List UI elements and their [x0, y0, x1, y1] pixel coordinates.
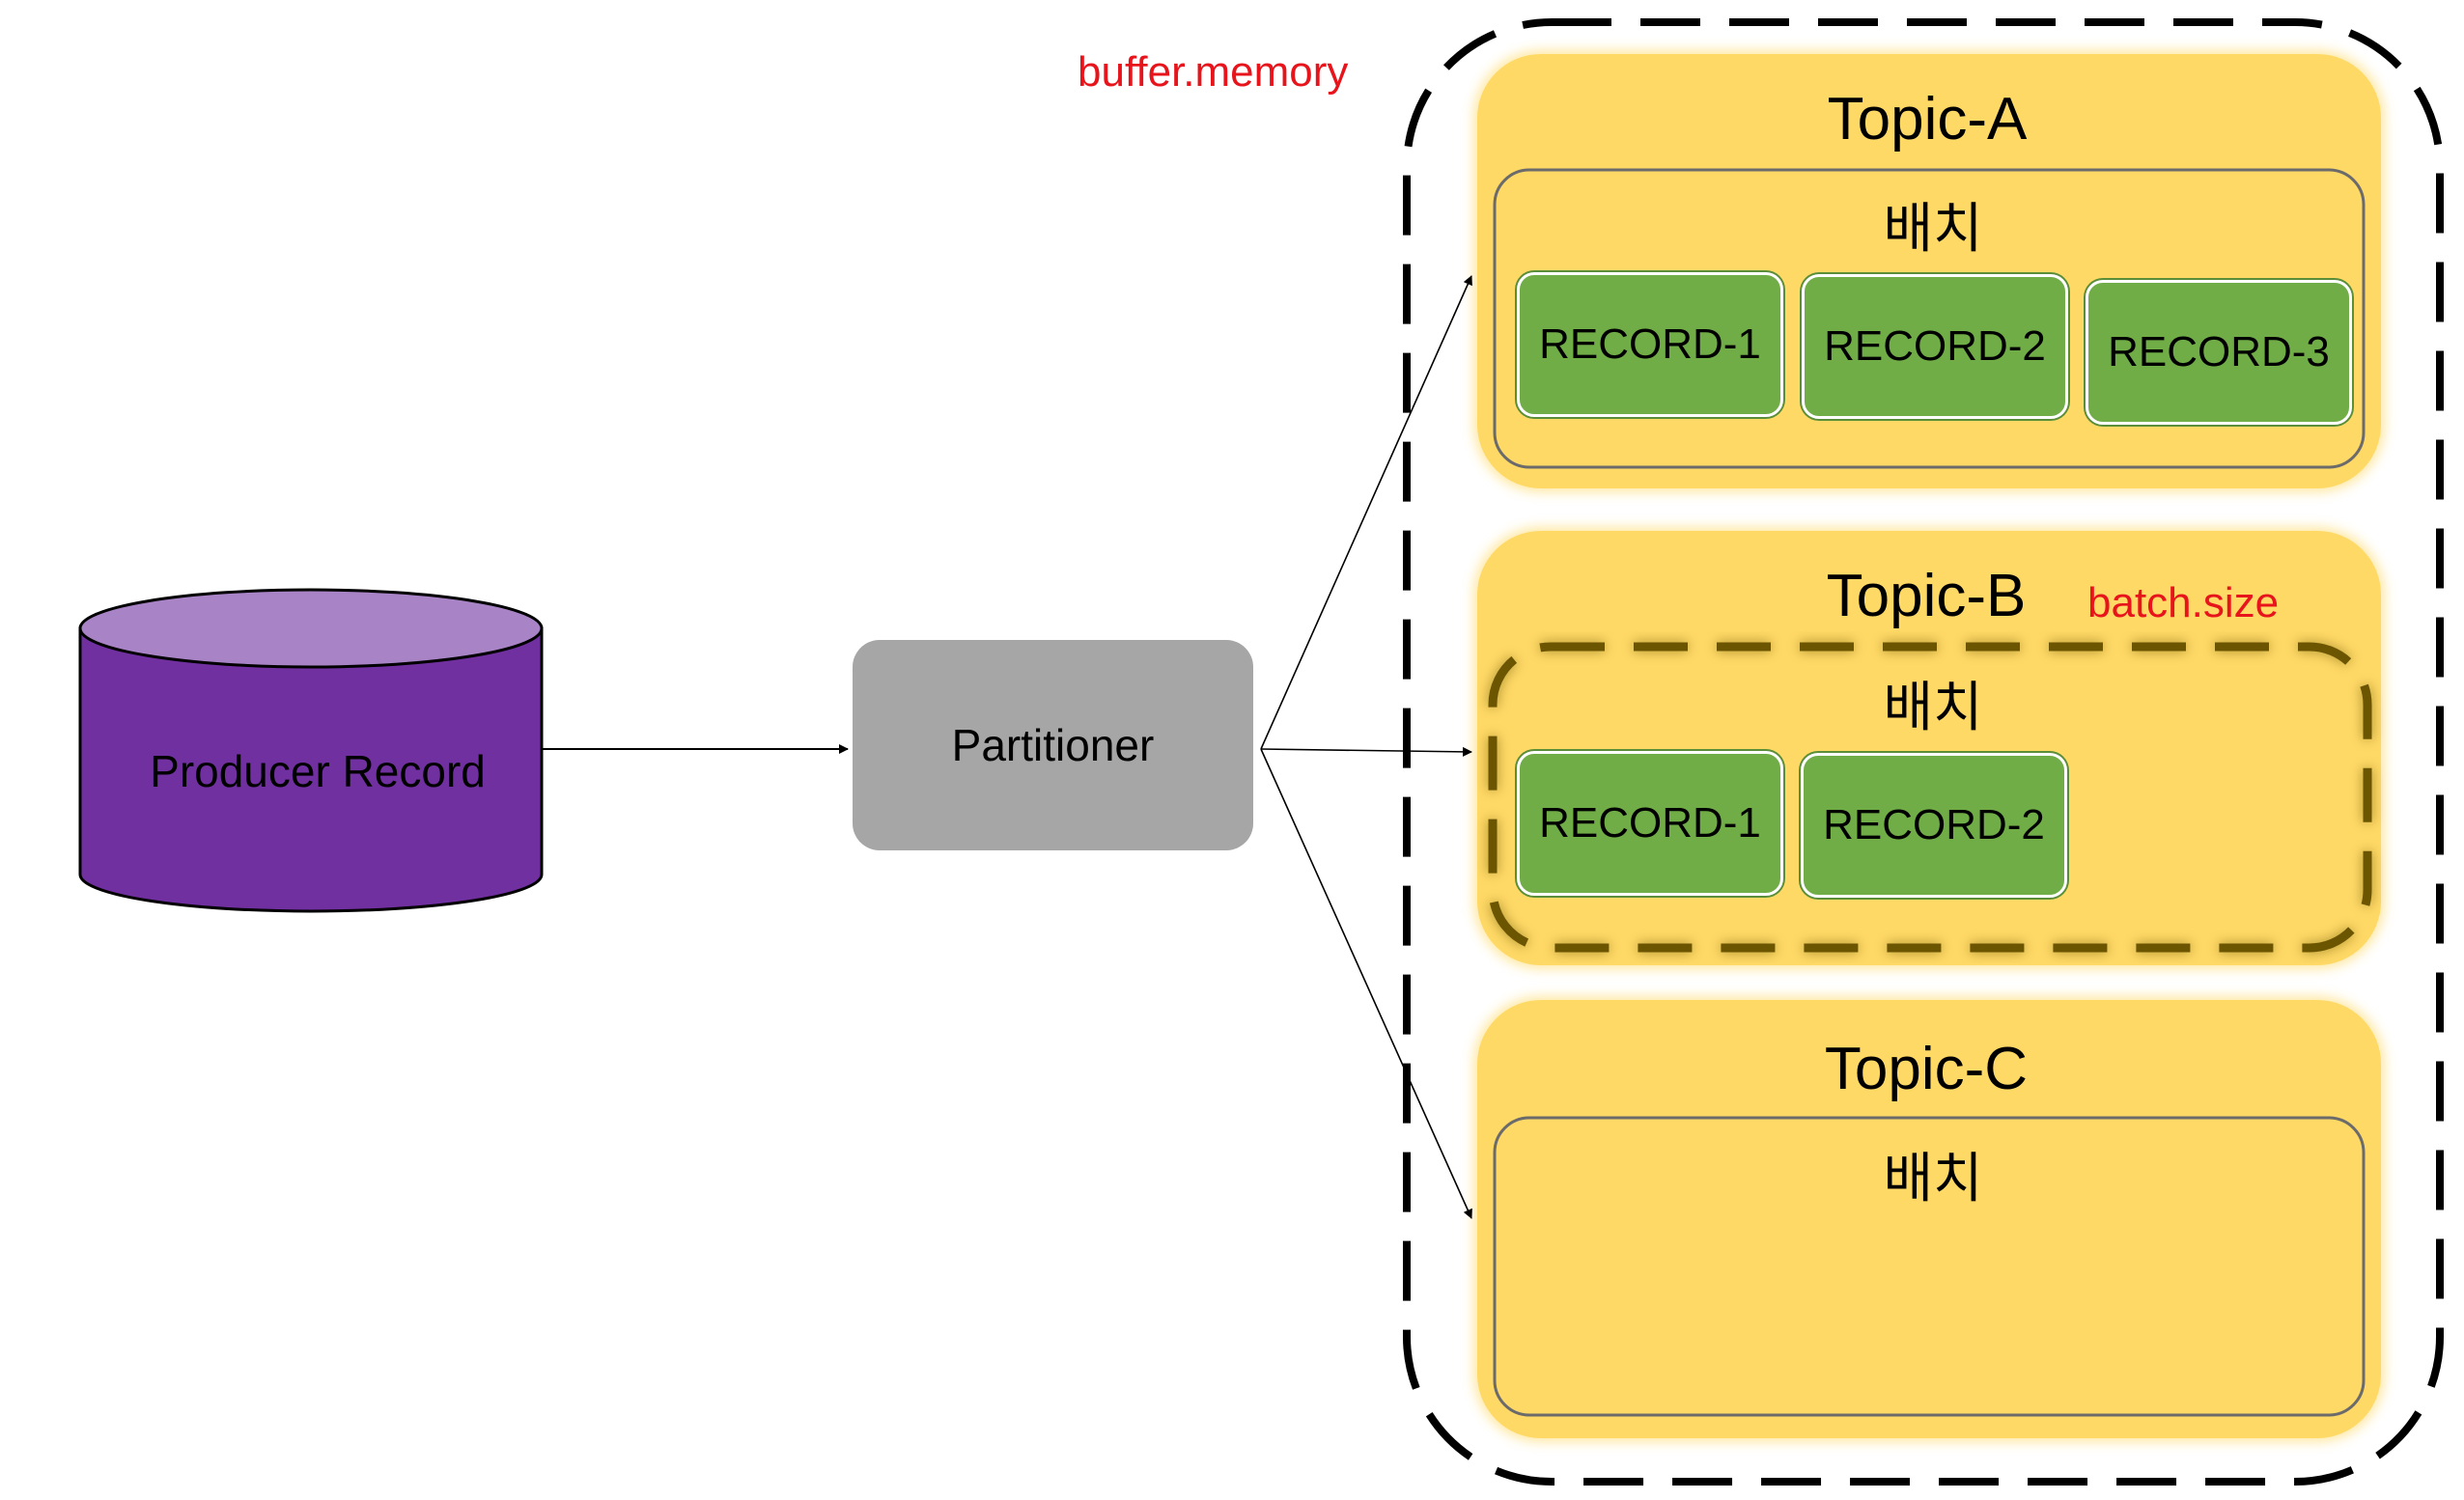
- partitioner-to-topic-a-arrow: [1260, 275, 1472, 750]
- buffer-memory-label: buffer.memory: [1078, 48, 1349, 96]
- batch-size-label: batch.size: [2087, 579, 2280, 626]
- topic-a-record-3: RECORD-3: [2086, 280, 2352, 425]
- topic-c-batch-label: 배치: [1883, 1148, 1983, 1208]
- topic-c-panel: [1477, 1000, 2381, 1438]
- topic-b-batch-label: 배치: [1883, 677, 1983, 737]
- batch-size-box: [1488, 642, 2372, 953]
- topic-a-record-2: RECORD-2: [1802, 274, 2068, 419]
- topic-c-title: Topic-C: [1824, 1036, 2029, 1102]
- topic-b-title: Topic-B: [1826, 563, 2027, 629]
- partitioner-label: Partitioner: [951, 720, 1155, 770]
- producer-record-cylinder: [78, 588, 544, 913]
- buffer-memory-boundary: [1403, 18, 2444, 1486]
- partitioner-to-topic-c-arrow: [1260, 748, 1472, 1219]
- topic-a-record-1: RECORD-1: [1517, 272, 1783, 417]
- topic-a-batch-label: 배치: [1883, 198, 1983, 259]
- topic-c-batch-box: [1493, 1116, 2366, 1417]
- topic-b-record-2: RECORD-2: [1801, 753, 2067, 898]
- topic-b-record-1: RECORD-1: [1517, 751, 1783, 896]
- partitioner-box: Partitioner: [853, 640, 1253, 850]
- producer-record-label: Producer Record: [150, 746, 486, 796]
- topic-a-batch-box: [1493, 168, 2366, 469]
- topic-a-title: Topic-A: [1827, 86, 2028, 153]
- partitioner-to-topic-b-arrow: [1260, 746, 1472, 757]
